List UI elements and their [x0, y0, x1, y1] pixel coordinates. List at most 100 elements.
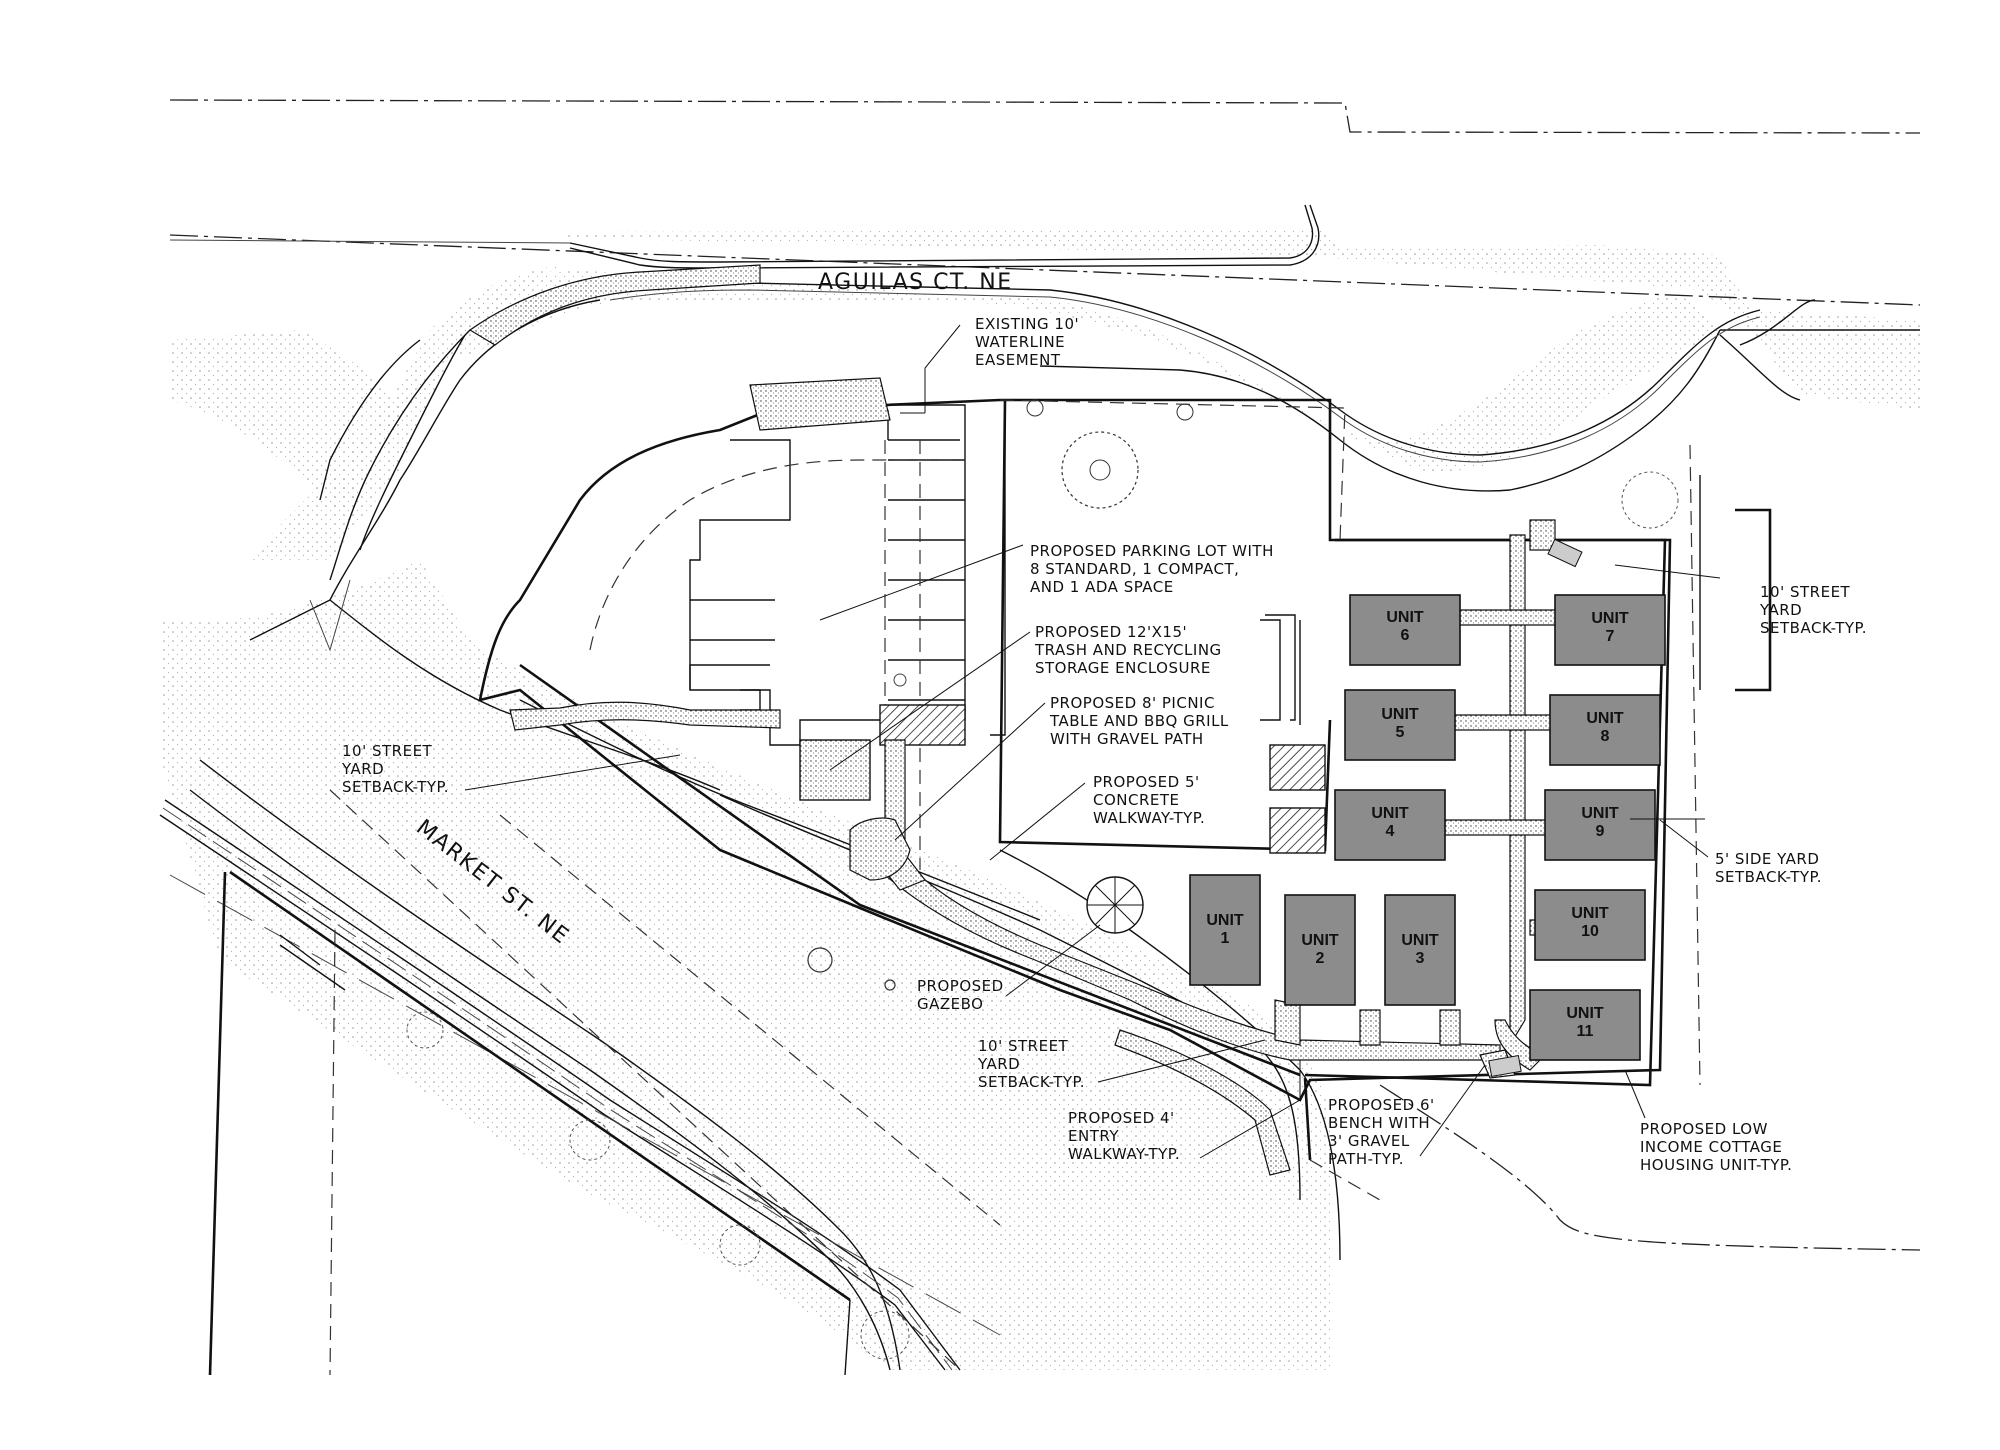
svg-text:INCOME COTTAGE: INCOME COTTAGE	[1640, 1138, 1782, 1156]
unit-label: UNIT	[1301, 932, 1339, 949]
svg-text:PROPOSED 5': PROPOSED 5'	[1093, 773, 1200, 791]
svg-text:PROPOSED 8' PICNIC: PROPOSED 8' PICNIC	[1050, 694, 1215, 712]
svg-text:CONCRETE: CONCRETE	[1093, 791, 1180, 809]
svg-text:PROPOSED PARKING LOT WITH: PROPOSED PARKING LOT WITH	[1030, 542, 1274, 560]
open-space	[998, 399, 1346, 854]
svg-text:PROPOSED 6': PROPOSED 6'	[1328, 1096, 1435, 1114]
callout-picnic: PROPOSED 8' PICNIC TABLE AND BBQ GRILL W…	[1049, 694, 1229, 748]
unit-label: UNIT	[1581, 805, 1619, 822]
svg-text:WITH GRAVEL PATH: WITH GRAVEL PATH	[1050, 730, 1204, 748]
unit-1	[1189, 874, 1261, 986]
svg-text:EASEMENT: EASEMENT	[975, 351, 1061, 369]
unit-label: UNIT	[1381, 706, 1419, 723]
unit-number: 5	[1396, 724, 1405, 741]
svg-text:SETBACK-TYP.: SETBACK-TYP.	[1760, 619, 1867, 637]
unit-8	[1549, 694, 1661, 766]
adjacent-parcels	[208, 870, 851, 1376]
svg-text:AND 1 ADA SPACE: AND 1 ADA SPACE	[1030, 578, 1174, 596]
unit-label: UNIT	[1206, 912, 1244, 929]
svg-text:PROPOSED: PROPOSED	[917, 977, 1004, 995]
unit-7	[1554, 594, 1666, 666]
svg-text:SETBACK-TYP.: SETBACK-TYP.	[1715, 868, 1822, 886]
svg-text:BENCH WITH: BENCH WITH	[1328, 1114, 1430, 1132]
svg-text:YARD: YARD	[1759, 601, 1802, 619]
svg-text:PATH-TYP.: PATH-TYP.	[1328, 1150, 1404, 1168]
svg-text:10' STREET: 10' STREET	[978, 1037, 1069, 1055]
unit-label: UNIT	[1591, 610, 1629, 627]
unit-9	[1544, 789, 1656, 861]
unit-number: 3	[1416, 950, 1425, 967]
unit-label: UNIT	[1371, 805, 1409, 822]
leader-lines	[464, 324, 1721, 1159]
svg-text:TABLE AND BBQ GRILL: TABLE AND BBQ GRILL	[1049, 712, 1229, 730]
svg-text:PROPOSED LOW: PROPOSED LOW	[1640, 1120, 1768, 1138]
svg-text:STORAGE ENCLOSURE: STORAGE ENCLOSURE	[1035, 659, 1211, 677]
svg-text:WALKWAY-TYP.: WALKWAY-TYP.	[1093, 809, 1205, 827]
property-boundary	[478, 398, 1672, 1201]
unit-label: UNIT	[1566, 1005, 1604, 1022]
unit-number: 7	[1606, 628, 1615, 645]
svg-text:10' STREET: 10' STREET	[1760, 583, 1851, 601]
unit-number: 9	[1596, 823, 1605, 840]
callout-setback-bottom: 10' STREET YARD SETBACK-TYP.	[977, 1037, 1085, 1091]
callout-trash: PROPOSED 12'X15' TRASH AND RECYCLING STO…	[1034, 623, 1222, 677]
unit-6	[1349, 594, 1461, 666]
svg-text:10' STREET: 10' STREET	[342, 742, 433, 760]
svg-text:EXISTING 10': EXISTING 10'	[975, 315, 1079, 333]
railroad-track	[159, 789, 1001, 1371]
unit-label: UNIT	[1386, 609, 1424, 626]
unit-number: 1	[1221, 930, 1230, 947]
trash-enclosure	[799, 739, 871, 801]
unit-label: UNIT	[1401, 932, 1439, 949]
svg-text:SETBACK-TYP.: SETBACK-TYP.	[978, 1073, 1085, 1091]
callout-setback-right: 10' STREET YARD SETBACK-TYP.	[1759, 583, 1867, 637]
callout-concrete-walk: PROPOSED 5' CONCRETE WALKWAY-TYP.	[1093, 773, 1205, 827]
svg-text:5' SIDE YARD: 5' SIDE YARD	[1715, 850, 1819, 868]
svg-text:PROPOSED 4': PROPOSED 4'	[1068, 1109, 1175, 1127]
unit-number: 6	[1401, 627, 1410, 644]
callout-gazebo: PROPOSED GAZEBO	[917, 977, 1004, 1013]
unit-number: 10	[1581, 923, 1599, 940]
svg-text:PROPOSED 12'X15': PROPOSED 12'X15'	[1035, 623, 1187, 641]
svg-text:8 STANDARD, 1 COMPACT,: 8 STANDARD, 1 COMPACT,	[1030, 560, 1239, 578]
unit-number: 4	[1386, 823, 1395, 840]
adjacent-building	[1260, 444, 1772, 1086]
svg-text:ENTRY: ENTRY	[1068, 1127, 1119, 1145]
unit-2	[1284, 894, 1356, 1006]
svg-text:YARD: YARD	[977, 1055, 1020, 1073]
svg-text:HOUSING UNIT-TYP.: HOUSING UNIT-TYP.	[1640, 1156, 1792, 1174]
callout-setback-left: 10' STREET YARD SETBACK-TYP.	[341, 742, 449, 796]
svg-text:GAZEBO: GAZEBO	[917, 995, 983, 1013]
svg-text:3' GRAVEL: 3' GRAVEL	[1328, 1132, 1410, 1150]
cottage-units	[1189, 594, 1666, 1061]
callout-cottage: PROPOSED LOW INCOME COTTAGE HOUSING UNIT…	[1640, 1120, 1792, 1174]
callout-entry-walk: PROPOSED 4' ENTRY WALKWAY-TYP.	[1068, 1109, 1180, 1163]
unit-number: 8	[1601, 728, 1610, 745]
street-aguilas: AGUILAS CT. NE	[818, 270, 1013, 295]
market-pavement	[160, 265, 1330, 1370]
svg-text:SETBACK-TYP.: SETBACK-TYP.	[342, 778, 449, 796]
svg-text:TRASH AND RECYCLING: TRASH AND RECYCLING	[1034, 641, 1222, 659]
unit-labels: UNIT 6 UNIT 5 UNIT 4 UNIT 7 UNIT 8 UNIT …	[1206, 609, 1629, 1040]
callout-parking: PROPOSED PARKING LOT WITH 8 STANDARD, 1 …	[1030, 542, 1274, 596]
unit-number: 2	[1316, 950, 1325, 967]
svg-text:WATERLINE: WATERLINE	[975, 333, 1065, 351]
unit-11	[1529, 989, 1641, 1061]
unit-3	[1384, 894, 1456, 1006]
svg-text:WALKWAY-TYP.: WALKWAY-TYP.	[1068, 1145, 1180, 1163]
svg-text:YARD: YARD	[341, 760, 384, 778]
trees	[406, 399, 1679, 1360]
callout-side-yard: 5' SIDE YARD SETBACK-TYP.	[1715, 850, 1822, 886]
unit-5	[1344, 689, 1456, 761]
unit-4	[1334, 789, 1446, 861]
unit-10	[1534, 889, 1646, 961]
gazebo	[1086, 876, 1144, 934]
unit-number: 11	[1577, 1023, 1594, 1040]
picnic-area	[849, 538, 1583, 1078]
callout-waterline: EXISTING 10' WATERLINE EASEMENT	[975, 315, 1079, 369]
right-of-way-lines	[169, 99, 1921, 1251]
callout-bench: PROPOSED 6' BENCH WITH 3' GRAVEL PATH-TY…	[1328, 1096, 1435, 1168]
unit-label: UNIT	[1586, 710, 1624, 727]
unit-label: UNIT	[1571, 905, 1609, 922]
